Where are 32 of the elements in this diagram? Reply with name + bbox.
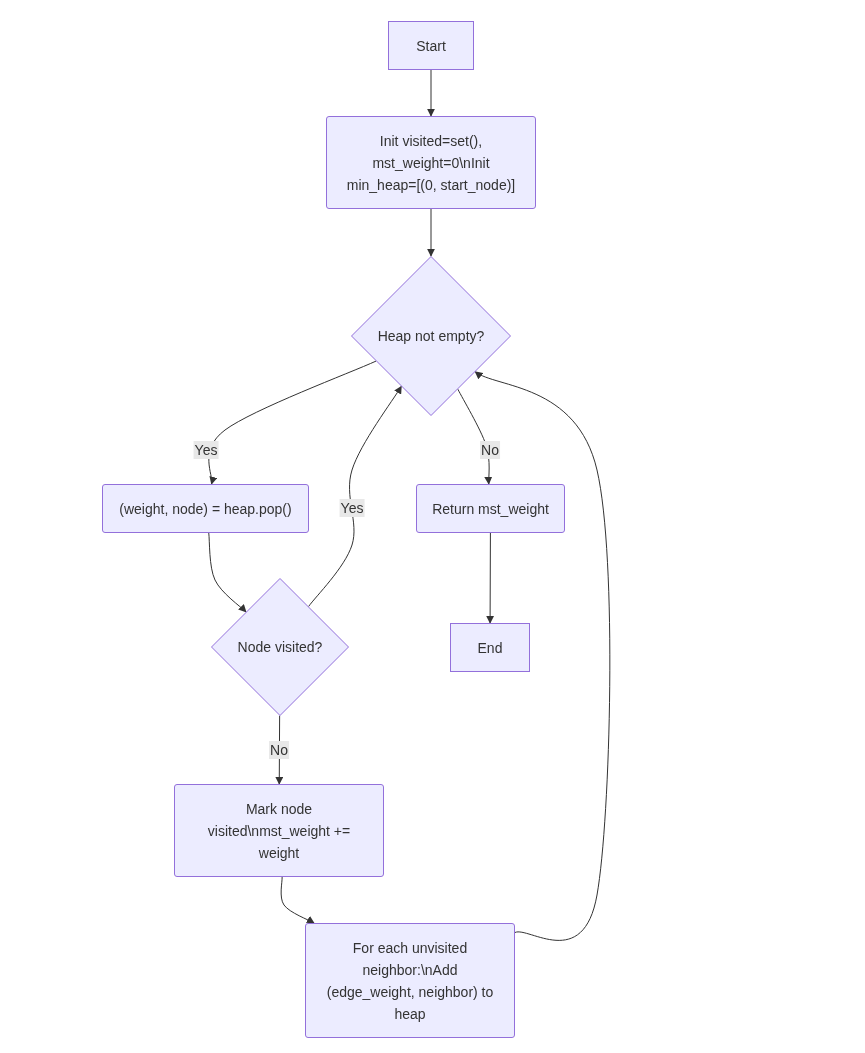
arrow	[486, 532, 495, 624]
node-label: Mark node visited\nmst_weight += weight	[206, 799, 352, 863]
node-label: Return mst_weight	[432, 499, 549, 519]
arrow	[275, 715, 284, 785]
process-box	[102, 484, 309, 533]
node-label: For each unvisited neighbor:\nAdd (edge_weight, neighbor) to heap	[325, 938, 495, 1024]
arrow	[308, 385, 402, 608]
terminal-box	[450, 623, 530, 672]
node-label: Start	[416, 36, 446, 56]
process-box	[174, 784, 384, 877]
node-label: (weight, node) = heap.pop()	[119, 499, 292, 519]
terminal-box	[388, 21, 474, 70]
arrow	[427, 208, 435, 257]
edge-label: Yes	[193, 441, 219, 459]
node-label: Heap not empty?	[377, 327, 485, 346]
process-box	[416, 484, 565, 533]
edge-label: No	[480, 441, 500, 459]
arrow	[474, 371, 611, 941]
edge-label: Yes	[339, 499, 365, 517]
decision-diamond	[211, 578, 349, 716]
node-label: Init visited=set(), mst_weight=0\nInit min_heap=[(0, start_node)]	[345, 131, 517, 195]
process-box	[326, 116, 536, 209]
node-label: End	[477, 638, 503, 658]
decision-diamond	[351, 256, 511, 416]
edge-label: No	[269, 741, 289, 759]
process-box	[305, 923, 515, 1038]
arrow	[457, 388, 493, 485]
arrow	[427, 69, 435, 117]
node-label: Node visited?	[237, 638, 323, 657]
arrow	[280, 876, 315, 924]
arrow	[208, 360, 377, 485]
arrow	[208, 532, 247, 613]
